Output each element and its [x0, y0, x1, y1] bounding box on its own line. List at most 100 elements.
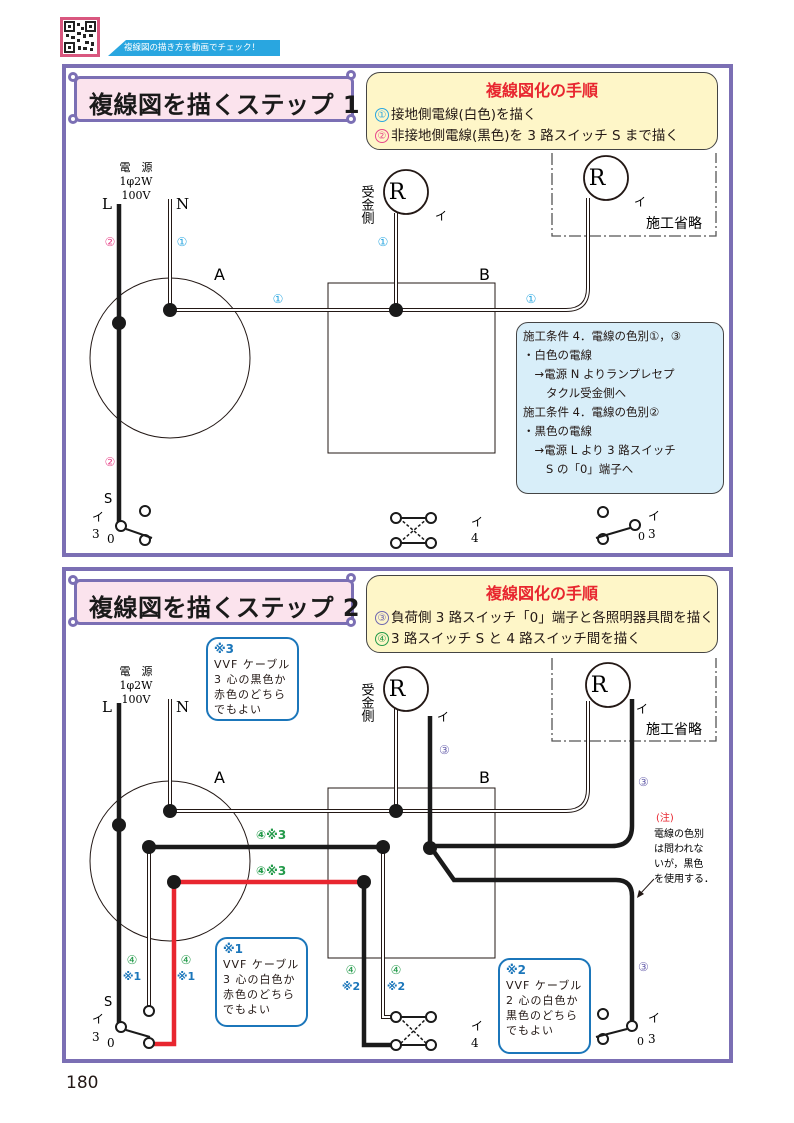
- cable-note-line: でもよい: [223, 1003, 271, 1016]
- cable-note-line: 2 心の白色か: [506, 994, 579, 1007]
- switch-i-label: イ: [648, 1011, 660, 1025]
- step2-title: 複線図を描くステップ 2: [89, 594, 361, 622]
- switch-3-label: 3: [648, 527, 656, 541]
- lamp-i-label: イ: [634, 195, 646, 209]
- lamp-receptacle-icon: [383, 169, 429, 215]
- decor-dot: [68, 617, 78, 627]
- step-text: 負荷側 3 路スイッチ「0」端子と各照明器具間を描く: [391, 610, 714, 626]
- decor-dot: [68, 575, 78, 585]
- cable-note-line: 赤色のどちら: [223, 988, 295, 1001]
- junction-dot: [357, 875, 371, 889]
- cable-note-line: VVF ケーブル: [506, 979, 583, 992]
- cable-note-2: ※2 VVF ケーブル 2 心の白色か 黒色のどちら でもよい: [498, 958, 591, 1054]
- black-wire-4: [361, 882, 394, 1048]
- cable-note-3: ※3 VVF ケーブル 3 心の黒色か 赤色のどちら でもよい: [206, 637, 299, 721]
- neutral-n-label: N: [176, 698, 189, 716]
- junction-box-b-outline: [327, 282, 496, 454]
- wire-label-4-ref3: ④※3: [256, 864, 286, 878]
- junction-dot: [163, 804, 177, 818]
- caution-line: は問われな: [654, 843, 704, 855]
- switch-4-label: 4: [471, 531, 479, 545]
- receptacle-side-label: 受金側: [359, 683, 375, 722]
- cable-note-line: 黒色のどちら: [506, 1009, 578, 1022]
- wire-ref-2: ※2: [342, 980, 360, 993]
- page-number: 180: [66, 1073, 99, 1093]
- cable-note-line: VVF ケーブル: [214, 658, 291, 671]
- procedure-title: 複線図化の手順: [485, 584, 598, 603]
- note-line: ・黒色の電線: [523, 424, 592, 438]
- caution-title: (注): [656, 811, 674, 824]
- lamp-r-symbol: R: [389, 180, 407, 205]
- four-way-switch-icon: [390, 1011, 437, 1051]
- cable-note-line: 赤色のどちら: [214, 688, 286, 701]
- qr-code-icon[interactable]: [60, 17, 100, 57]
- omitted-area-outline: [551, 153, 717, 237]
- step2-title-box: 複線図を描くステップ 2: [74, 579, 360, 625]
- power-source-label: 電 源: [120, 160, 153, 174]
- junction-dot: [423, 841, 437, 855]
- lamp-i-label: イ: [435, 209, 447, 223]
- cable-note-id: ※1: [223, 942, 244, 956]
- lamp-receptacle-icon: [585, 662, 631, 708]
- step1-title-box: 複線図を描くステップ 1: [74, 76, 360, 122]
- wire-ref-1: ※1: [177, 970, 195, 983]
- wire-label-4: ④: [127, 953, 138, 967]
- decor-dot: [68, 114, 78, 124]
- power-phase-label: 1φ2W: [119, 175, 153, 188]
- neutral-n-label: N: [176, 195, 189, 213]
- line-l-label: L: [102, 698, 112, 716]
- lamp-i-label: イ: [636, 702, 648, 716]
- video-banner-shape: [108, 40, 280, 56]
- note-line: →電源 L より 3 路スイッチ: [523, 443, 676, 457]
- lamp-r-symbol: R: [389, 677, 407, 702]
- switch-i-label: イ: [471, 515, 483, 529]
- step-number: ①: [375, 108, 389, 122]
- qr-code-pattern: [64, 21, 96, 53]
- cable-note-id: ※2: [506, 963, 527, 977]
- receptacle-side-label: 受金側: [359, 185, 375, 224]
- caution-arrow: [639, 878, 655, 895]
- cable-note-1: ※1 VVF ケーブル 3 心の白色か 赤色のどちら でもよい: [215, 937, 308, 1027]
- box-b-label: B: [479, 768, 490, 787]
- switch-0-label: 0: [638, 530, 645, 543]
- wire-label-3: ③: [638, 960, 649, 974]
- switch-i-label: イ: [471, 1019, 483, 1033]
- switch-s-label: S: [104, 995, 112, 1010]
- three-way-switch-s-icon: [115, 505, 153, 546]
- junction-dot: [376, 840, 390, 854]
- caution-arrow-head: [637, 890, 644, 898]
- wire-label-1: ①: [378, 235, 389, 249]
- decor-dot: [346, 617, 356, 627]
- note-line: タクル受金側へ: [523, 386, 627, 400]
- power-voltage-label: 100V: [122, 693, 152, 706]
- video-banner-link[interactable]: 複線図の描き方を動画でチェック！: [124, 43, 261, 53]
- three-way-switch-icon: [595, 506, 641, 545]
- wire-label-1: ①: [177, 235, 188, 249]
- junction-dot: [142, 840, 156, 854]
- three-way-switch-icon: [595, 1008, 638, 1045]
- power-phase-label: 1φ2W: [119, 679, 153, 692]
- junction-dot: [389, 303, 403, 317]
- decor-dot: [68, 72, 78, 82]
- caution-line: いが，黒色: [654, 857, 703, 870]
- switch-3-label: 3: [92, 1030, 100, 1044]
- wire-label-4: ④: [391, 963, 402, 977]
- switch-0-label: 0: [637, 1035, 644, 1048]
- decor-dot: [346, 573, 356, 583]
- power-voltage-label: 100V: [122, 189, 152, 202]
- switch-0-label: 0: [107, 1036, 115, 1050]
- decor-dot: [346, 114, 356, 124]
- switch-3-label: 3: [92, 527, 100, 541]
- step1-panel: 電 源 1φ2W 100V L N A B R R イ イ 施工省略 受金側 ②…: [62, 64, 733, 557]
- caution-line: 電線の色別: [654, 827, 704, 840]
- step2-panel: 電 源 1φ2W 100V L N A B R R イ イ 施工省略 受金側 ③…: [62, 567, 733, 1063]
- wire-label-1: ①: [273, 292, 284, 306]
- note-line: 施工条件 4．電線の色別①，③: [523, 329, 682, 343]
- wire-label-4: ④: [181, 953, 192, 967]
- step1-title: 複線図を描くステップ 1: [89, 91, 361, 119]
- step1-wiring-diagram: 電 源 1φ2W 100V L N A B R R イ イ 施工省略 受金側 ②…: [89, 153, 717, 549]
- step-number: ③: [375, 611, 389, 625]
- caution-line: を使用する．: [654, 872, 714, 885]
- switch-0-label: 0: [107, 532, 115, 546]
